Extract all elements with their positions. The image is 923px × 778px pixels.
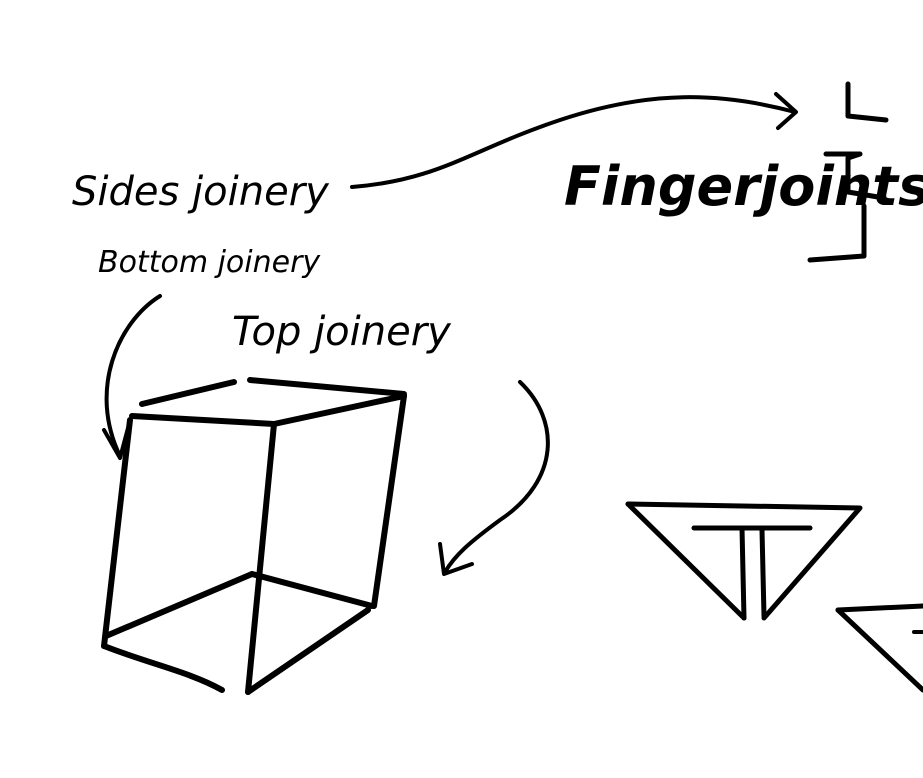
triangle-joint-section [625, 501, 863, 621]
partial-triangle-section [835, 603, 923, 693]
fingerjoints-label: Fingerjoints [564, 155, 923, 218]
top-joinery-label: Top joinery [232, 309, 452, 355]
bottom-joinery-arrow [102, 294, 162, 460]
bottom-joinery-label: Bottom joinery [98, 245, 321, 280]
finger-joint-profile [807, 81, 889, 263]
sides-to-finger-arrow [350, 92, 798, 189]
box-wireframe [101, 377, 407, 695]
sides-joinery-label: Sides joinery [72, 169, 330, 215]
top-joinery-arrow [438, 380, 550, 576]
